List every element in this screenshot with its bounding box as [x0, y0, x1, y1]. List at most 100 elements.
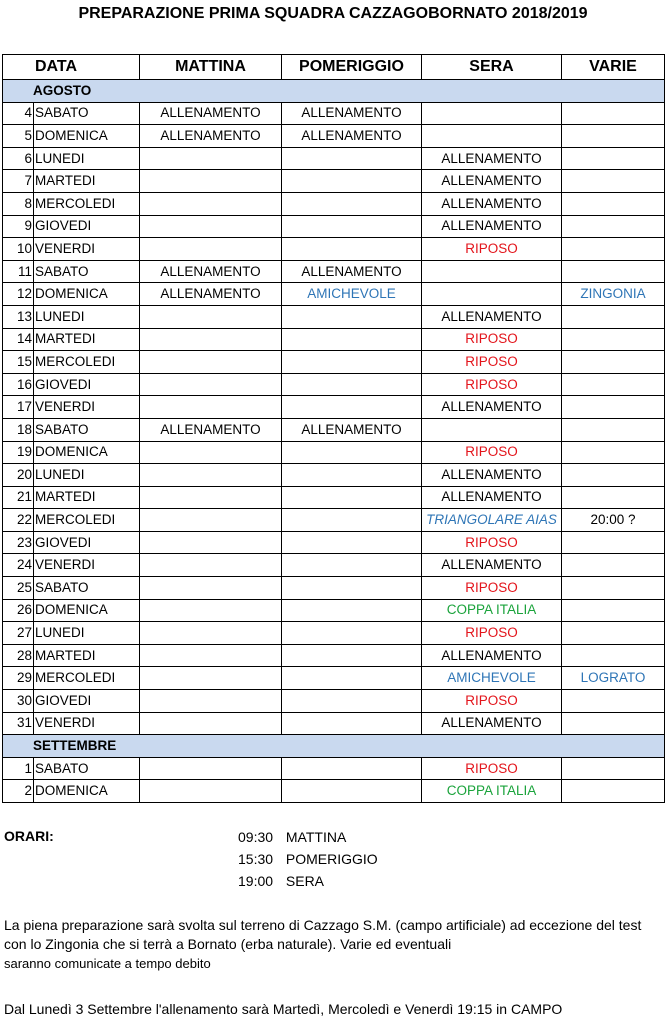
day-name: DOMENICA	[33, 124, 140, 148]
cell-pomeriggio	[281, 530, 422, 555]
day-name: LUNEDI	[33, 146, 140, 171]
cell-mattina	[139, 553, 282, 578]
day-name: LUNEDI	[33, 621, 140, 645]
day-number: 4	[2, 101, 34, 126]
cell-mattina: ALLENAMENTO	[139, 124, 282, 148]
cell-varie	[561, 598, 665, 623]
day-number: 8	[2, 191, 34, 216]
day-name: VENERDI	[33, 395, 140, 419]
cell-varie	[561, 327, 665, 352]
cell-pomeriggio	[281, 689, 422, 713]
cell-varie: 20:00 ?	[561, 508, 665, 532]
header-sera: SERA	[421, 54, 562, 80]
day-name: MARTEDI	[33, 169, 140, 193]
note-text: La piena preparazione sarà svolta sul te…	[4, 917, 642, 952]
cell-mattina	[139, 237, 282, 261]
day-number: 1	[2, 756, 34, 781]
cell-pomeriggio	[281, 146, 422, 171]
cell-varie	[561, 350, 665, 374]
cell-pomeriggio	[281, 169, 422, 193]
header-mattina: MATTINA	[139, 54, 282, 80]
cell-pomeriggio	[281, 237, 422, 261]
day-name: MERCOLEDI	[33, 191, 140, 216]
cell-sera: RIPOSO	[421, 530, 562, 555]
day-name: DOMENICA	[33, 598, 140, 623]
cell-varie	[561, 779, 665, 803]
day-number: 5	[2, 124, 34, 148]
cell-varie: LOGRATO	[561, 666, 665, 691]
cell-mattina	[139, 576, 282, 600]
cell-mattina	[139, 530, 282, 555]
cell-mattina	[139, 463, 282, 487]
cell-varie: ZINGONIA	[561, 282, 665, 306]
day-name: MERCOLEDI	[33, 508, 140, 532]
day-number: 10	[2, 237, 34, 261]
cell-sera: ALLENAMENTO	[421, 463, 562, 487]
cell-varie	[561, 101, 665, 126]
cell-sera: RIPOSO	[421, 756, 562, 781]
cell-sera: AMICHEVOLE	[421, 666, 562, 691]
day-number: 11	[2, 259, 34, 284]
cell-sera: ALLENAMENTO	[421, 146, 562, 171]
cell-mattina: ALLENAMENTO	[139, 417, 282, 442]
day-name: DOMENICA	[33, 440, 140, 465]
day-name: LUNEDI	[33, 304, 140, 329]
day-name: GIOVEDI	[33, 214, 140, 239]
cell-mattina	[139, 598, 282, 623]
cell-pomeriggio: ALLENAMENTO	[281, 417, 422, 442]
day-number: 22	[2, 508, 34, 532]
cell-varie	[561, 485, 665, 510]
note-settembre: Dal Lunedì 3 Settembre l'allenamento sar…	[4, 1001, 563, 1017]
cell-sera: RIPOSO	[421, 372, 562, 397]
cell-varie	[561, 463, 665, 487]
cell-varie	[561, 169, 665, 193]
table-header-row: DATA MATTINA POMERIGGIO SERA VARIE	[2, 54, 665, 80]
cell-sera: COPPA ITALIA	[421, 598, 562, 623]
cell-varie	[561, 553, 665, 578]
cell-pomeriggio	[281, 350, 422, 374]
day-name: SABATO	[33, 576, 140, 600]
cell-mattina: ALLENAMENTO	[139, 101, 282, 126]
cell-varie	[561, 146, 665, 171]
cell-sera: ALLENAMENTO	[421, 711, 562, 736]
note-preparazione: La piena preparazione sarà svolta sul te…	[4, 916, 664, 973]
day-name: SABATO	[33, 417, 140, 442]
day-number: 24	[2, 553, 34, 578]
cell-pomeriggio	[281, 463, 422, 487]
cell-pomeriggio	[281, 304, 422, 329]
day-number: 14	[2, 327, 34, 352]
cell-varie	[561, 643, 665, 668]
day-number: 2	[2, 779, 34, 803]
day-number: 17	[2, 395, 34, 419]
cell-varie	[561, 756, 665, 781]
cell-sera	[421, 101, 562, 126]
orario-time: 15:30	[238, 851, 274, 867]
day-number: 27	[2, 621, 34, 645]
cell-mattina	[139, 756, 282, 781]
day-number: 26	[2, 598, 34, 623]
cell-pomeriggio	[281, 598, 422, 623]
cell-sera	[421, 282, 562, 306]
note-text: saranno comunicate a tempo debito	[4, 956, 211, 971]
header-varie: VARIE	[561, 54, 665, 80]
cell-varie	[561, 440, 665, 465]
day-name: MARTEDI	[33, 327, 140, 352]
page-title: PREPARAZIONE PRIMA SQUADRA CAZZAGOBORNAT…	[78, 5, 588, 22]
cell-pomeriggio	[281, 621, 422, 645]
day-name: DOMENICA	[33, 779, 140, 803]
cell-sera: TRIANGOLARE AIAS	[421, 508, 562, 532]
cell-varie	[561, 124, 665, 148]
cell-mattina	[139, 689, 282, 713]
cell-sera: RIPOSO	[421, 440, 562, 465]
cell-varie	[561, 711, 665, 736]
